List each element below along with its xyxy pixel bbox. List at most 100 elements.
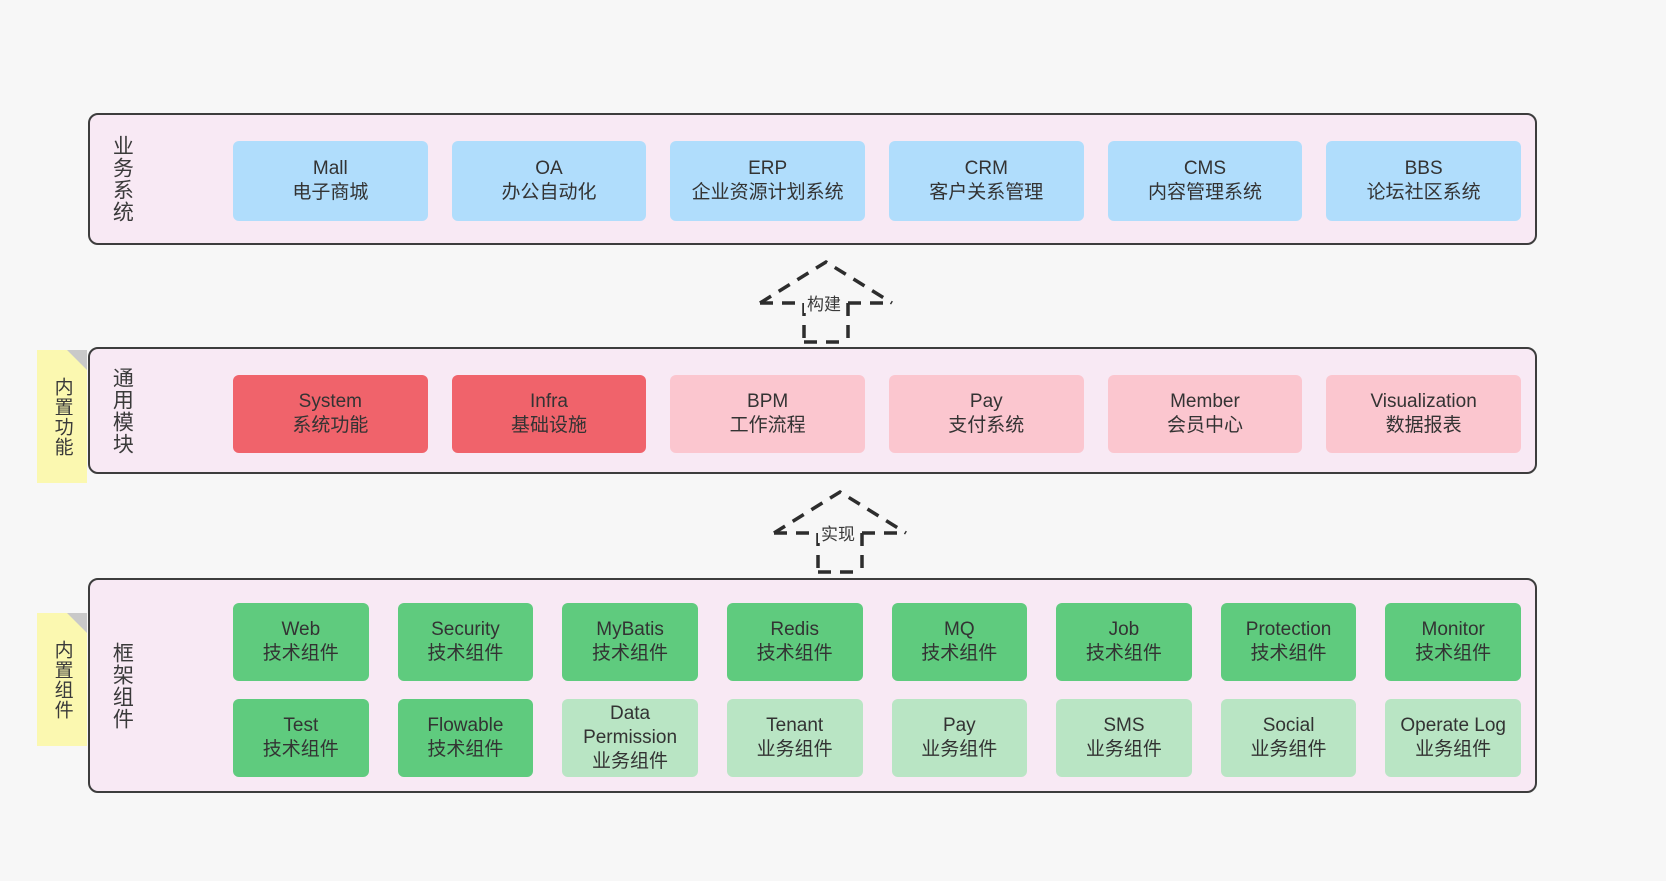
card-title-en: Security xyxy=(431,619,500,641)
card-title-en: MyBatis xyxy=(596,619,664,641)
card-title-en: CRM xyxy=(964,158,1008,180)
card-title-en: Pay xyxy=(942,715,976,737)
connector-build: 构建 xyxy=(756,258,896,344)
card-title-cn: 论坛社区系统 xyxy=(1366,182,1481,203)
layer-title-framework: 框架组件 xyxy=(110,641,134,730)
card-title-en: Protection xyxy=(1245,619,1332,641)
card-title-cn: 企业资源计划系统 xyxy=(691,182,844,203)
card-title-cn: 技术组件 xyxy=(756,643,833,664)
card-title-cn: 内容管理系统 xyxy=(1147,182,1262,203)
card-title-cn: 电子商城 xyxy=(292,182,369,203)
card-title-en: Pay xyxy=(969,391,1003,413)
card-title-cn: 技术组件 xyxy=(921,643,998,664)
connector-implement-shape xyxy=(773,489,907,574)
layer-title-common: 通用模块 xyxy=(110,366,134,455)
card-title-en: OA xyxy=(535,158,563,180)
note-builtin-functions: 内置功能 xyxy=(37,350,87,483)
card-title-en: Visualization xyxy=(1370,391,1477,413)
card-title-cn: 技术组件 xyxy=(427,643,504,664)
card-title-en: Web xyxy=(281,619,321,641)
card-title-cn: 业务组件 xyxy=(756,739,833,760)
card-title-en: MQ xyxy=(944,619,975,641)
card-title-cn: 基础设施 xyxy=(510,415,587,436)
card-title-cn: 技术组件 xyxy=(262,643,339,664)
card-title-cn: 办公自动化 xyxy=(501,182,597,203)
card-title-en: Member xyxy=(1170,391,1240,413)
card-title-en: Job xyxy=(1108,619,1140,641)
connector-implement-label: 实现 xyxy=(818,526,858,543)
connector-build-shape xyxy=(759,259,893,344)
card-title-cn: 技术组件 xyxy=(1085,643,1162,664)
card-title-cn: 业务组件 xyxy=(592,750,669,772)
card-title-cn: 客户关系管理 xyxy=(929,182,1044,203)
card-title-cn: 业务组件 xyxy=(1085,739,1162,760)
note-builtin-functions-text: 内置功能 xyxy=(51,376,73,457)
card-title-en: Tenant xyxy=(766,715,824,737)
card-title-en: Redis xyxy=(770,619,819,641)
card-title-en: Monitor xyxy=(1421,619,1485,641)
card-title-en: System xyxy=(298,391,362,413)
card-title-cn: 支付系统 xyxy=(948,415,1025,436)
layer-title-business: 业务系统 xyxy=(110,135,134,223)
card-title-cn: 业务组件 xyxy=(1250,739,1327,760)
connector-implement: 实现 xyxy=(770,488,910,574)
card-title-en: Flowable xyxy=(427,715,504,737)
card-title-cn: 数据报表 xyxy=(1385,415,1462,436)
card-title-en: ERP xyxy=(748,158,788,180)
card-title-en: Operate Log xyxy=(1400,715,1506,737)
card-title-cn: 技术组件 xyxy=(262,739,339,760)
card-title-en: Social xyxy=(1262,715,1315,737)
card-title-en: BPM xyxy=(747,391,789,413)
card-title-cn: 技术组件 xyxy=(1415,643,1492,664)
card-title-en: BBS xyxy=(1404,158,1443,180)
connector-build-label: 构建 xyxy=(804,296,844,313)
note-builtin-components: 内置组件 xyxy=(37,613,87,746)
note-builtin-components-text: 内置组件 xyxy=(51,639,73,720)
card-title-cn: 技术组件 xyxy=(1250,643,1327,664)
card-title-cn: 工作流程 xyxy=(729,415,806,436)
card-title-cn: 业务组件 xyxy=(1415,739,1492,760)
card-title-cn: 技术组件 xyxy=(427,739,504,760)
card-title-cn: 会员中心 xyxy=(1166,415,1243,436)
card-title-en: SMS xyxy=(1103,715,1145,737)
card-title-en: CMS xyxy=(1183,158,1227,180)
card-title-cn: 技术组件 xyxy=(592,643,669,664)
card-title-cn: 业务组件 xyxy=(921,739,998,760)
